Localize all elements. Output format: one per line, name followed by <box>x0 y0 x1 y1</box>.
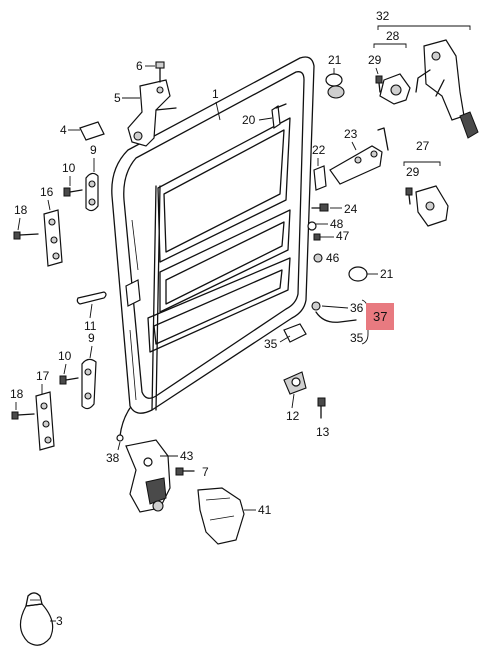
leader-18-upper <box>17 217 21 231</box>
leader-29-upper <box>375 67 379 75</box>
callout-47: 47 <box>336 229 350 243</box>
callout-38: 38 <box>106 451 120 465</box>
leader-38 <box>117 441 121 451</box>
callout-9-upper: 9 <box>90 143 97 157</box>
lock-plate-part-16[interactable] <box>43 209 63 267</box>
upper-guide-bracket-part-5[interactable] <box>127 79 177 147</box>
callout-3: 3 <box>56 614 63 628</box>
callout-36: 36 <box>350 301 364 315</box>
callout-23: 23 <box>344 127 358 141</box>
bracket-28 <box>373 43 407 48</box>
callout-20: 20 <box>242 113 256 127</box>
bracket-32 <box>377 25 471 30</box>
grease-bag-part-3[interactable] <box>19 592 54 646</box>
plug-part-21-lower[interactable] <box>348 266 368 282</box>
cover-part-41[interactable] <box>197 487 245 545</box>
screw-part-47[interactable] <box>313 233 321 241</box>
screw-part-24[interactable] <box>311 203 329 212</box>
leader-20 <box>258 117 273 121</box>
striker-part-27[interactable] <box>415 185 449 227</box>
bellcrank-part-28[interactable] <box>379 73 411 105</box>
callout-24: 24 <box>344 202 358 216</box>
callout-17: 17 <box>36 369 50 383</box>
callout-35-left: 35 <box>264 337 278 351</box>
bracket-27 <box>403 161 441 166</box>
callout-37-highlight[interactable] <box>366 303 394 330</box>
callout-6: 6 <box>136 59 143 73</box>
hinge-strap-part-9-upper[interactable] <box>85 172 99 212</box>
callout-32: 32 <box>376 9 390 23</box>
callout-18-upper: 18 <box>14 203 28 217</box>
callout-16: 16 <box>40 185 54 199</box>
bracket-part-22[interactable] <box>313 165 327 191</box>
hinge-strap-part-9-lower[interactable] <box>81 358 97 410</box>
callout-27: 27 <box>416 139 430 153</box>
leader-23 <box>351 141 357 151</box>
callout-1: 1 <box>212 87 219 101</box>
callout-18-lower: 18 <box>10 387 24 401</box>
pin-part-48[interactable] <box>307 221 317 231</box>
callout-43: 43 <box>180 449 194 463</box>
callout-48: 48 <box>330 217 344 231</box>
cable-part-38[interactable] <box>116 407 131 442</box>
callout-9-lower: 9 <box>88 331 95 345</box>
trim-strip-part-11[interactable] <box>76 291 107 305</box>
bolt-part-46[interactable] <box>313 253 323 263</box>
callout-4: 4 <box>60 123 67 137</box>
callout-41: 41 <box>258 503 272 517</box>
leader-9-lower <box>89 345 93 359</box>
callout-35-right: 35 <box>350 331 364 345</box>
screw-part-10-lower[interactable] <box>59 375 79 385</box>
callout-13: 13 <box>316 425 330 439</box>
leader-12 <box>291 393 295 409</box>
callout-21-upper: 21 <box>328 53 342 67</box>
screw-part-6[interactable] <box>155 61 165 83</box>
lock-plate-part-17[interactable] <box>35 391 55 451</box>
screw-part-7[interactable] <box>175 467 195 476</box>
pad-part-4[interactable] <box>79 121 105 141</box>
screw-part-18-lower[interactable] <box>11 411 35 420</box>
plug-part-21-upper[interactable] <box>325 73 345 99</box>
callout-11: 11 <box>84 319 97 333</box>
lower-hinge-part-43[interactable] <box>125 439 171 513</box>
lock-actuator-part-32[interactable] <box>415 39 479 139</box>
screw-part-10-upper[interactable] <box>63 187 83 197</box>
callout-46: 46 <box>326 251 340 265</box>
callout-28: 28 <box>386 29 400 43</box>
screw-part-18-upper[interactable] <box>13 231 39 240</box>
leader-35-left <box>279 335 291 343</box>
screw-part-13[interactable] <box>317 397 326 419</box>
leader-11 <box>89 303 93 319</box>
leader-10-lower <box>63 363 67 375</box>
screw-part-29-upper[interactable] <box>375 75 383 93</box>
callout-5: 5 <box>114 91 121 105</box>
callout-22: 22 <box>312 143 326 157</box>
clip-part-20[interactable] <box>271 103 287 130</box>
lower-guide-part-35[interactable] <box>283 301 357 343</box>
callout-10-upper: 10 <box>62 161 76 175</box>
leader-36 <box>321 305 349 309</box>
center-guide-part-23[interactable] <box>329 127 389 185</box>
callout-29-lower: 29 <box>406 165 420 179</box>
callout-12: 12 <box>286 409 300 423</box>
callout-10-lower: 10 <box>58 349 72 363</box>
leader-16 <box>47 199 51 211</box>
door-frame-part-1[interactable] <box>111 56 315 414</box>
callout-29-upper: 29 <box>368 53 382 67</box>
roller-bracket-part-12[interactable] <box>283 371 307 395</box>
callout-21-lower: 21 <box>380 267 394 281</box>
leader-1 <box>215 101 221 121</box>
callout-37: 37 <box>373 309 387 324</box>
screw-part-29-lower[interactable] <box>405 187 413 205</box>
callout-7: 7 <box>202 465 209 479</box>
